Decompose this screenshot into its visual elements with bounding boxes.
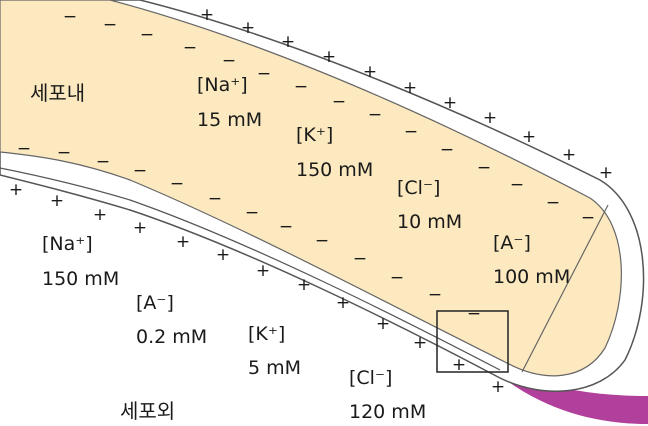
negative-charge: − — [332, 92, 346, 112]
negative-charge: − — [245, 203, 259, 223]
positive-charge: + — [322, 47, 336, 67]
extra-na-ion: [Na⁺] — [42, 233, 93, 255]
positive-charge: + — [176, 232, 190, 252]
negative-charge: − — [353, 249, 367, 269]
negative-charge: − — [510, 175, 524, 195]
negative-charge: − — [294, 77, 308, 97]
positive-charge: + — [133, 218, 147, 238]
intra-k-conc: 150 mM — [296, 159, 373, 181]
extracellular-label: 세포외 — [120, 399, 175, 423]
negative-charge: − — [140, 25, 154, 45]
positive-charge: + — [297, 275, 311, 295]
negative-charge: − — [581, 208, 595, 228]
zoom-box — [436, 310, 509, 373]
negative-charge: − — [279, 217, 293, 237]
intra-cl-conc: 10 mM — [397, 211, 462, 233]
positive-charge: + — [93, 205, 107, 225]
intra-k-ion: [K⁺] — [296, 124, 333, 146]
negative-charge: − — [428, 285, 442, 305]
negative-charge: − — [183, 38, 197, 58]
positive-charge: + — [413, 333, 427, 353]
negative-charge: − — [57, 143, 71, 163]
negative-charge: − — [315, 231, 329, 251]
negative-charge: − — [208, 189, 222, 209]
negative-charge: − — [257, 64, 271, 84]
extra-cl-conc: 120 mM — [349, 401, 426, 423]
negative-charge: − — [222, 51, 236, 71]
negative-charge: − — [477, 158, 491, 178]
positive-charge: + — [336, 293, 350, 313]
positive-charge: + — [443, 93, 457, 113]
positive-charge: + — [241, 18, 255, 38]
positive-charge: + — [50, 191, 64, 211]
intra-a-conc: 100 mM — [493, 266, 570, 288]
positive-charges-top: + + + + + + + + + + + — [200, 5, 613, 183]
positive-charge: + — [599, 163, 613, 183]
positive-charge: + — [491, 377, 505, 397]
extra-k-conc: 5 mM — [248, 357, 301, 379]
negative-charge: − — [96, 152, 110, 172]
positive-charge: + — [281, 32, 295, 52]
positive-charge: + — [9, 180, 23, 200]
positive-charge: + — [483, 108, 497, 128]
extra-na-conc: 150 mM — [42, 268, 119, 290]
positive-charge: + — [452, 355, 466, 375]
negative-charge: − — [170, 174, 184, 194]
negative-charge: − — [17, 139, 31, 159]
positive-charge: + — [403, 78, 417, 98]
intra-na-ion: [Na⁺] — [197, 74, 248, 96]
negative-charge: − — [404, 122, 418, 142]
negative-charge: − — [63, 7, 77, 27]
negative-charge: − — [133, 161, 147, 181]
cell-membrane-inner-line — [0, 167, 501, 371]
negative-charge: − — [390, 268, 404, 288]
negative-charge: − — [103, 15, 117, 35]
negative-charge: − — [368, 105, 382, 125]
negative-charges-bottom: −−−−−−−−−−−−− — [17, 139, 481, 324]
negative-charge: − — [546, 193, 560, 213]
extra-k-ion: [K⁺] — [248, 323, 285, 345]
positive-charge: + — [216, 245, 230, 265]
positive-charge: + — [256, 261, 270, 281]
intracellular-label: 세포내 — [30, 81, 85, 105]
intra-a-ion: [A⁻] — [493, 232, 531, 254]
positive-charge: + — [376, 314, 390, 334]
positive-charge: + — [200, 5, 214, 25]
negative-charge: − — [440, 140, 454, 160]
positive-charge: + — [562, 145, 576, 165]
extra-a-ion: [A⁻] — [136, 292, 174, 314]
negative-charge: − — [467, 304, 481, 324]
extra-a-conc: 0.2 mM — [136, 326, 207, 348]
positive-charges-bottom: + + + + + + + + + + + + + — [9, 180, 505, 397]
positive-charge: + — [363, 62, 377, 82]
extra-cl-ion: [Cl⁻] — [349, 367, 392, 389]
cytoplasm — [0, 0, 622, 377]
negative-charges-top: −−−−−−−−−−−−−−− — [63, 7, 595, 228]
membrane-cross-line — [521, 204, 609, 373]
intra-na-conc: 15 mM — [197, 109, 262, 131]
positive-charge: + — [522, 127, 536, 147]
intra-cl-ion: [Cl⁻] — [397, 177, 440, 199]
